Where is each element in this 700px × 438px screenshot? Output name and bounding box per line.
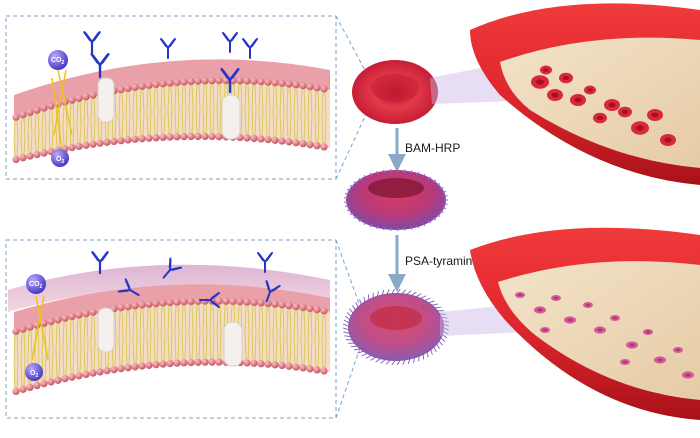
top-lipid-tails [13, 83, 327, 157]
top-co2-bubble [48, 50, 68, 70]
top-channel-protein-2 [221, 94, 241, 140]
top-membrane-body [14, 80, 330, 160]
bottom-o2-bubble [25, 363, 43, 381]
top-blood-vessel [470, 3, 700, 186]
bottom-vessel-coated-cells [515, 292, 694, 379]
zoom-connectors [335, 15, 369, 419]
bottom-polymer-sheet [8, 264, 330, 312]
intermediate-cell-coating [344, 168, 448, 232]
bottom-lipid-heads-upper [12, 297, 328, 335]
bottom-blood-vessel [470, 227, 700, 420]
bottom-o2-symbol: O [30, 370, 36, 377]
top-antibodies [83, 30, 258, 94]
top-channel-protein-1 [97, 77, 115, 123]
coated-cell-polymer-brush [342, 288, 450, 366]
top-vessel-red-cells [531, 65, 676, 146]
top-o2-bubble [51, 149, 69, 167]
top-membrane-top-surface [14, 59, 330, 118]
bottom-co2-bubble [26, 274, 46, 294]
top-gas-exchange: CO2 O2 [48, 50, 73, 167]
bottom-membrane-panel: CO2 O2 [5, 239, 337, 419]
bottom-membrane-body [14, 301, 330, 392]
svg-text:O2: O2 [30, 370, 38, 379]
bottom-gas-exchange: CO2 O2 [25, 274, 49, 381]
bottom-membrane-top-surface [14, 284, 330, 332]
svg-text:O2: O2 [56, 156, 64, 165]
top-co2-symbol: CO [51, 57, 62, 64]
step1-label: BAM-HRP [405, 141, 460, 155]
bottom-co2-symbol: CO [29, 281, 40, 288]
native-red-blood-cell [352, 60, 438, 124]
svg-text:CO2: CO2 [29, 281, 43, 290]
bottom-channel-protein-1 [97, 307, 115, 353]
top-panel-frame [5, 15, 337, 180]
bottom-antibodies [91, 250, 281, 308]
bottom-panel-frame [5, 239, 337, 419]
step2-label: PSA-tyramine [405, 254, 479, 268]
coated-red-blood-cell [342, 288, 450, 366]
svg-text:CO2: CO2 [51, 57, 65, 66]
bottom-channel-protein-2 [223, 321, 243, 367]
top-membrane-panel: CO2 O2 [5, 15, 337, 180]
top-o2-symbol: O [56, 156, 62, 163]
intermediate-red-blood-cell [344, 168, 448, 232]
